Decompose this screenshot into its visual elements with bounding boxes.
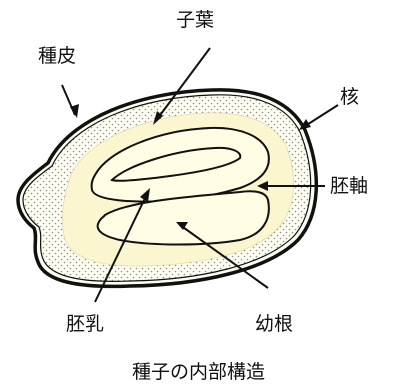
label-haijiku: 胚軸 (330, 175, 368, 197)
label-hainyu: 胚乳 (66, 313, 104, 335)
label-yokon: 幼根 (255, 313, 293, 335)
label-kaku: 核 (340, 86, 359, 108)
diagram-caption: 種子の内部構造 (132, 361, 265, 383)
label-shushi: 種皮 (38, 45, 76, 67)
label-shiyo: 子葉 (176, 9, 214, 31)
